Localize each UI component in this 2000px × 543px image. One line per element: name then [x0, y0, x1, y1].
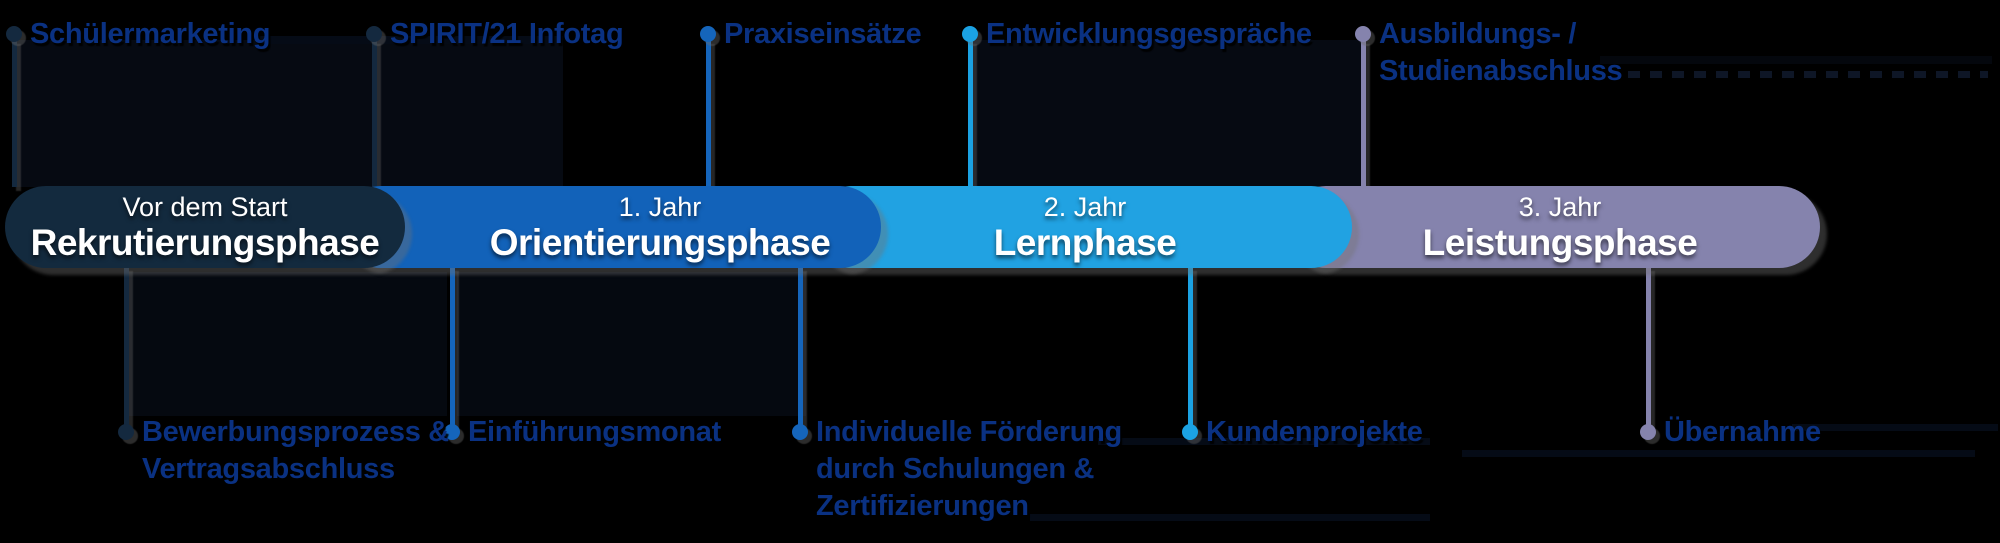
- milestone-dot: [1182, 424, 1198, 440]
- dashed-line-studienabschluss: [1628, 71, 1988, 78]
- phase-period: 2. Jahr: [1043, 192, 1127, 222]
- phase-title: Orientierungsphase: [489, 222, 831, 263]
- band-zertifizierungen: [1030, 514, 1430, 521]
- phase-pill: [5, 186, 405, 268]
- milestone-label: Entwicklungsgespräche: [986, 16, 1312, 53]
- milestone-dot: [1355, 26, 1371, 42]
- phase-title: Leistungsphase: [1422, 222, 1698, 263]
- milestone-label-line: Praxiseinsätze: [724, 18, 922, 50]
- milestone-label-line: Ausbildungs- /: [1379, 18, 1577, 50]
- band-schuelermarketing: [258, 36, 563, 44]
- milestone-label: Übernahme: [1664, 414, 1821, 451]
- milestone-label-line: Individuelle Förderung: [816, 416, 1122, 448]
- milestone-dot: [700, 26, 716, 42]
- milestone-line: [371, 40, 377, 187]
- shadow-box-top-left: [14, 40, 563, 187]
- shadow-box-bottom-left: [127, 272, 447, 416]
- milestone-dot: [962, 26, 978, 42]
- phase-pill: [810, 186, 1352, 268]
- milestone-label: Bewerbungsprozess & Vertragsabschluss: [142, 414, 449, 488]
- phase-pill: [1285, 186, 1820, 268]
- milestone-label-line: Übernahme: [1664, 416, 1821, 448]
- milestone-label: SPIRIT/21 Infotag: [390, 16, 624, 53]
- milestone-line: [967, 40, 973, 187]
- milestone-line: [123, 267, 129, 426]
- phase-title: Lernphase: [993, 222, 1177, 263]
- milestone-line: [797, 267, 803, 426]
- milestone-line: [705, 40, 711, 187]
- milestone-line: [1360, 40, 1366, 187]
- milestone-dot: [6, 26, 22, 42]
- milestone-label-line: Kundenprojekte: [1206, 416, 1423, 448]
- milestone-dot: [792, 424, 808, 440]
- milestone-label: Kundenprojekte: [1206, 414, 1423, 451]
- milestone-label: Praxiseinsätze: [724, 16, 922, 53]
- band-foerderung: [1098, 438, 1430, 445]
- shadow-box-bottom-mid: [457, 272, 806, 416]
- milestone-line: [1645, 267, 1651, 426]
- milestone-label: Schülermarketing: [30, 16, 270, 53]
- milestone-line: [449, 267, 455, 426]
- milestone-dot: [366, 26, 382, 42]
- milestone-dot: [1640, 424, 1656, 440]
- milestone-label-line: Einführungsmonat: [468, 416, 721, 448]
- phase-pill: [340, 186, 881, 268]
- milestone-label: Einführungsmonat: [468, 414, 721, 451]
- milestone-label-line: Bewerbungsprozess &: [142, 416, 449, 448]
- phase-title: Rekrutierungsphase: [30, 222, 380, 263]
- band-kundenprojekte: [1462, 450, 1975, 457]
- phase-period: Vor dem Start: [122, 192, 288, 222]
- milestone-label: Ausbildungs- / Studienabschluss: [1379, 16, 1623, 90]
- milestone-label-line: Studienabschluss: [1379, 55, 1623, 87]
- milestone-dot: [444, 424, 460, 440]
- band-studienabschluss: [1600, 56, 1992, 64]
- band-uebernahme: [1792, 424, 1998, 431]
- phase-period: 3. Jahr: [1518, 192, 1602, 222]
- milestone-label-line: Schülermarketing: [30, 18, 271, 50]
- milestone-line: [1187, 267, 1193, 426]
- milestone-label-line: durch Schulungen &: [816, 453, 1095, 485]
- milestone-line: [11, 40, 17, 187]
- milestone-label-line: Zertifizierungen: [816, 490, 1029, 522]
- milestone-dot: [118, 424, 134, 440]
- milestone-label: Individuelle Förderung durch Schulungen &…: [816, 414, 1122, 525]
- phase-period: 1. Jahr: [618, 192, 702, 222]
- shadow-box-top-right: [972, 40, 1362, 187]
- milestone-label-line: SPIRIT/21 Infotag: [390, 18, 624, 50]
- milestone-label-line: Entwicklungsgespräche: [986, 18, 1312, 50]
- milestone-label-line: Vertragsabschluss: [142, 453, 395, 485]
